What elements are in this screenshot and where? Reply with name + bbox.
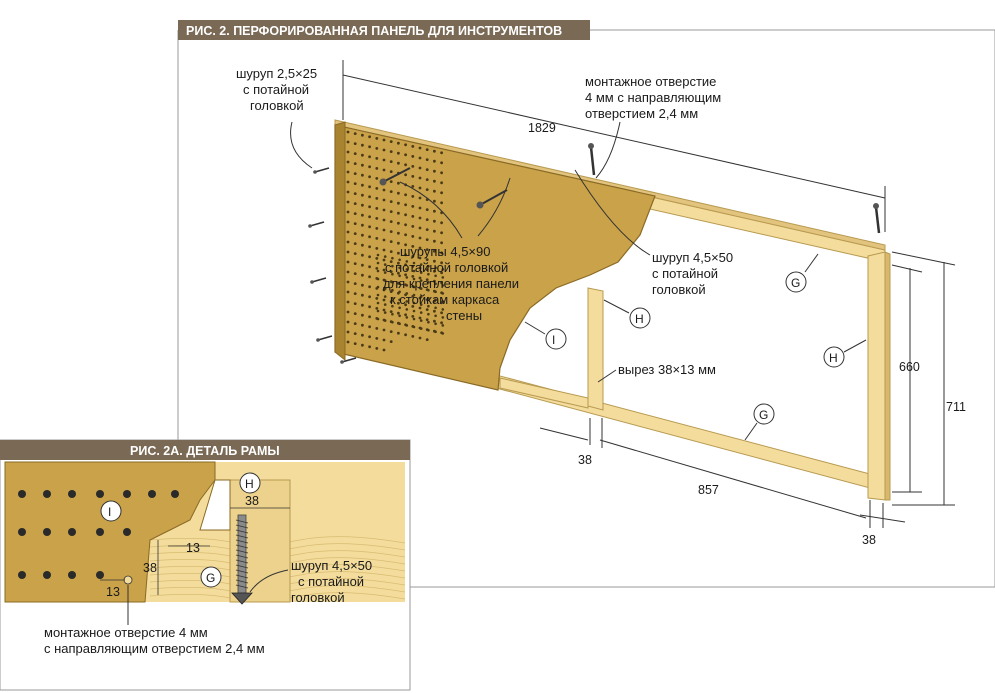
dim-38-mid-label: 38 bbox=[578, 453, 592, 467]
fig2-header: РИС. 2. ПЕРФОРИРОВАННАЯ ПАНЕЛЬ ДЛЯ ИНСТР… bbox=[178, 20, 590, 40]
svg-text:шуруп 2,5×25: шуруп 2,5×25 bbox=[236, 66, 317, 81]
svg-text:с потайной: с потайной bbox=[243, 82, 309, 97]
inset-callout-g: G bbox=[206, 571, 215, 585]
svg-text:монтажное отверстие: монтажное отверстие bbox=[585, 74, 716, 89]
svg-text:шуруп 4,5×50: шуруп 4,5×50 bbox=[652, 250, 733, 265]
dim-1829 bbox=[342, 60, 886, 232]
dim-1829-label: 1829 bbox=[528, 121, 556, 135]
dim-660-label: 660 bbox=[899, 360, 920, 374]
inset-screw-l1: шуруп 4,5×50 bbox=[291, 558, 372, 573]
svg-text:I: I bbox=[552, 333, 555, 347]
inset-pegholes bbox=[18, 490, 179, 585]
dim-857 bbox=[589, 418, 871, 528]
inset-screw bbox=[231, 514, 253, 605]
fig2a-title: РИС. 2А. ДЕТАЛЬ РАМЫ bbox=[130, 444, 280, 458]
svg-text:головкой: головкой bbox=[652, 282, 706, 297]
fig2-title: РИС. 2. ПЕРФОРИРОВАННАЯ ПАНЕЛЬ ДЛЯ ИНСТР… bbox=[186, 24, 562, 38]
label-mount-hole: монтажное отверстие 4 мм с направляющим … bbox=[585, 74, 721, 179]
inset-mount-l1: монтажное отверстие 4 мм bbox=[44, 625, 208, 640]
svg-text:к стойкам каркаса: к стойкам каркаса bbox=[390, 292, 500, 307]
svg-text:отверстием 2,4 мм: отверстием 2,4 мм bbox=[585, 106, 698, 121]
inset-dim-38-left: 38 bbox=[143, 561, 157, 575]
dim-38-end bbox=[859, 503, 906, 528]
mount-screws bbox=[588, 143, 881, 234]
dim-857-label: 857 bbox=[698, 483, 719, 497]
svg-text:H: H bbox=[635, 312, 644, 326]
dim-660 bbox=[891, 264, 923, 493]
svg-text:4 мм с направляющим: 4 мм с направляющим bbox=[585, 90, 721, 105]
inset-mount-l2: с направляющим отверстием 2,4 мм bbox=[44, 641, 265, 656]
svg-text:H: H bbox=[829, 351, 838, 365]
dim-711 bbox=[891, 251, 956, 506]
callout-g-bottom: G bbox=[744, 403, 775, 441]
inset-callout-h: H bbox=[245, 477, 254, 491]
svg-text:стены: стены bbox=[446, 308, 482, 323]
inset-screw-l2: с потайной bbox=[298, 574, 364, 589]
svg-text:с потайной головкой: с потайной головкой bbox=[385, 260, 508, 275]
svg-text:с потайной: с потайной bbox=[652, 266, 718, 281]
inset-callout-i: I bbox=[108, 505, 111, 519]
inset-screw-l3: головкой bbox=[291, 590, 345, 605]
label-cutout: вырез 38×13 мм bbox=[597, 362, 716, 383]
dim-711-label: 711 bbox=[946, 400, 966, 414]
inset-dim-13: 13 bbox=[186, 541, 200, 555]
svg-text:шурупы 4,5×90: шурупы 4,5×90 bbox=[400, 244, 491, 259]
long-screws bbox=[379, 167, 508, 209]
svg-text:вырез 38×13 мм: вырез 38×13 мм bbox=[618, 362, 716, 377]
label-screw-small: шуруп 2,5×25 с потайной головкой bbox=[236, 66, 317, 169]
pegboard-panel bbox=[334, 121, 656, 391]
svg-text:G: G bbox=[759, 408, 768, 422]
dim-38-mid bbox=[539, 418, 603, 448]
svg-text:G: G bbox=[791, 276, 800, 290]
inset-dim-13-bottom: 13 bbox=[106, 585, 120, 599]
edge-screws bbox=[308, 167, 357, 364]
callout-h-mid: H bbox=[603, 299, 651, 329]
svg-text:для крепления панели: для крепления панели bbox=[383, 276, 519, 291]
label-long-screws: шурупы 4,5×90 с потайной головкой для кр… bbox=[383, 177, 519, 323]
callout-h-right: H bbox=[823, 339, 867, 368]
callout-g-top: G bbox=[785, 253, 819, 293]
fig2a-inset: РИС. 2А. ДЕТАЛЬ РАМЫ 38 13 38 13 I bbox=[0, 439, 411, 691]
callout-i: I bbox=[524, 321, 567, 350]
pegboard-holes bbox=[346, 130, 445, 352]
svg-text:головкой: головкой bbox=[250, 98, 304, 113]
inset-dims bbox=[100, 507, 290, 595]
label-screw-mid: шуруп 4,5×50 с потайной головкой bbox=[574, 169, 733, 297]
dim-38-end-label: 38 bbox=[862, 533, 876, 547]
inset-dim-38-top: 38 bbox=[245, 494, 259, 508]
